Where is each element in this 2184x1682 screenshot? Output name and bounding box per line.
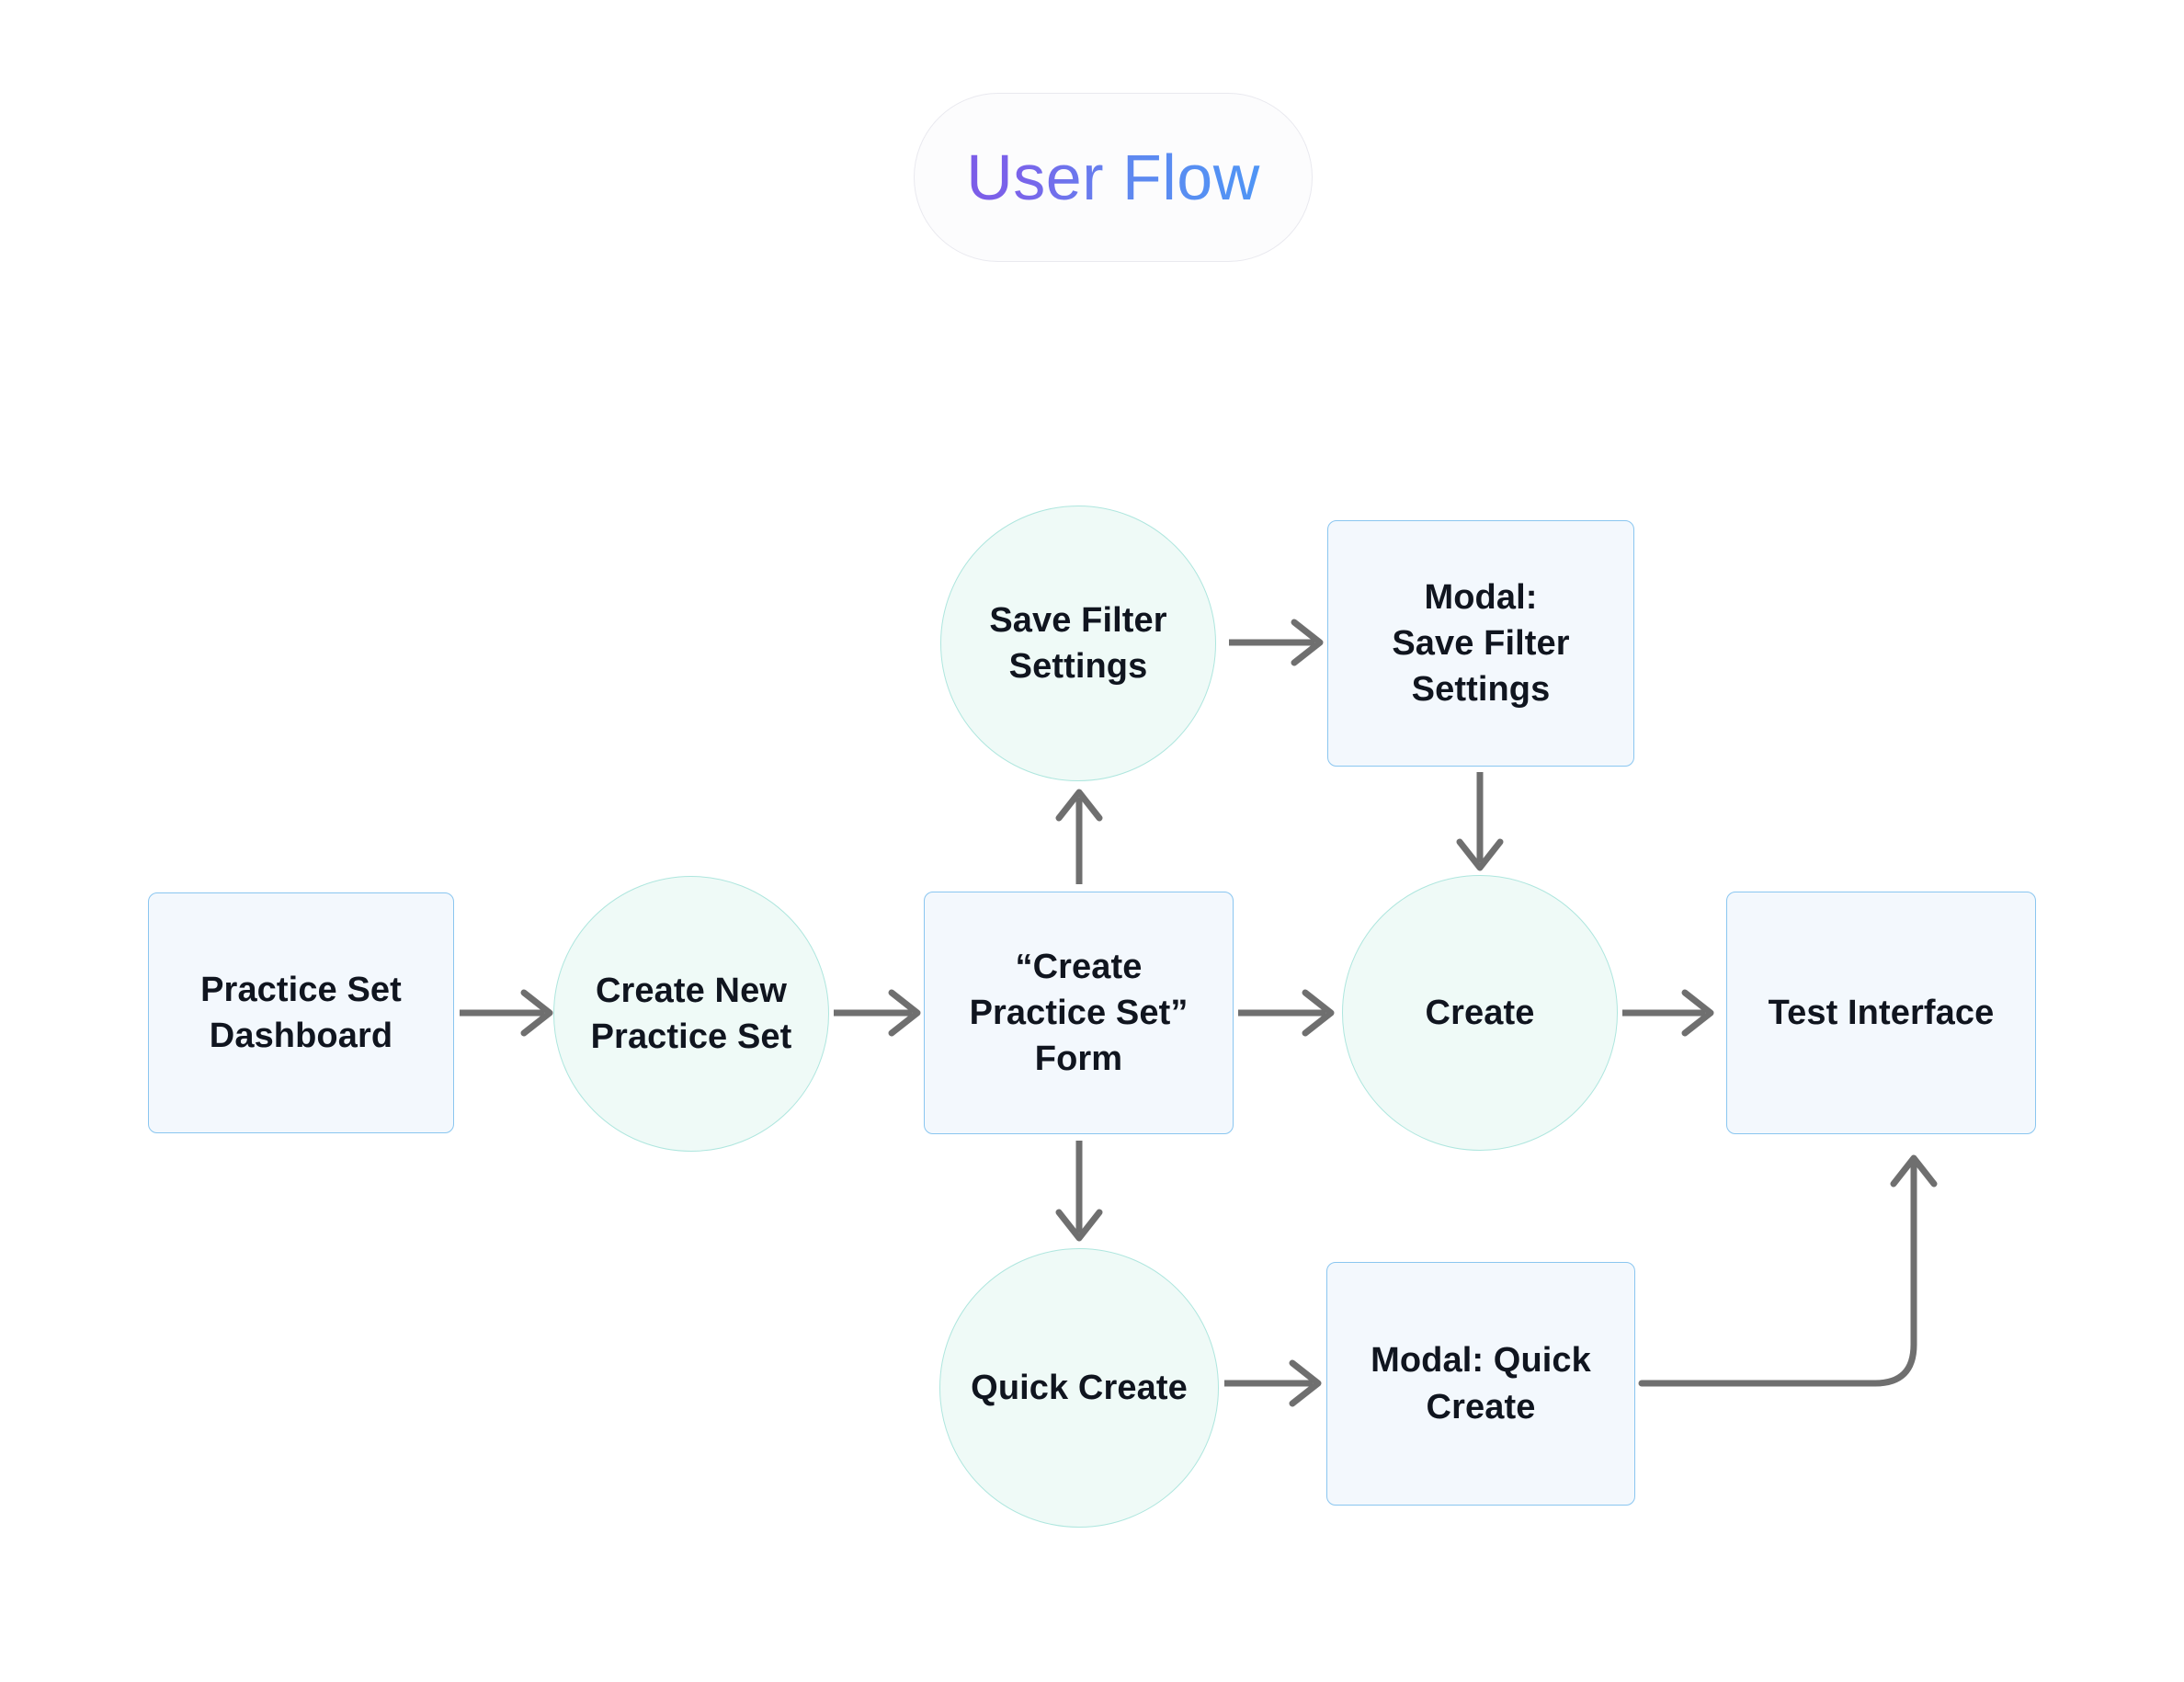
edge-dashboard-to-create-new (460, 989, 553, 1037)
edge-form-to-save-filter (1055, 789, 1103, 884)
edge-create-new-to-form (834, 989, 921, 1037)
node-label: Test Interface (1768, 993, 1995, 1032)
edge-create-to-test-interface (1622, 989, 1714, 1037)
edge-form-to-quick-create (1055, 1141, 1103, 1242)
edge-quick-create-to-modal (1224, 1359, 1322, 1407)
node-label: Save Filter Settings (989, 600, 1167, 686)
node-modal-save-filter-settings[interactable]: Modal: Save Filter Settings (1327, 520, 1634, 767)
edge-modal-save-filter-to-create (1456, 772, 1504, 871)
page-title: User Flow (966, 142, 1260, 213)
edge-modal-quick-create-to-test-interface (1638, 1154, 1938, 1387)
node-create[interactable]: Create (1342, 875, 1618, 1151)
node-label: Create New Practice Set (590, 971, 792, 1056)
node-label: Quick Create (971, 1368, 1188, 1407)
node-create-practice-set-form[interactable]: “Create Practice Set” Form (924, 892, 1234, 1134)
node-save-filter-settings[interactable]: Save Filter Settings (940, 506, 1216, 781)
node-label: “Create Practice Set” Form (969, 947, 1189, 1079)
node-label: Practice Set Dashboard (200, 970, 402, 1055)
node-label: Modal: Save Filter Settings (1392, 577, 1570, 710)
node-quick-create[interactable]: Quick Create (939, 1248, 1219, 1528)
page-title-pill: User Flow (914, 93, 1313, 262)
node-create-new-practice-set[interactable]: Create New Practice Set (553, 876, 829, 1152)
node-practice-set-dashboard[interactable]: Practice Set Dashboard (148, 892, 454, 1133)
node-label: Create (1425, 993, 1535, 1032)
node-label: Modal: Quick Create (1371, 1341, 1591, 1426)
edge-form-to-create (1238, 989, 1335, 1037)
node-modal-quick-create[interactable]: Modal: Quick Create (1326, 1262, 1635, 1506)
node-test-interface[interactable]: Test Interface (1726, 892, 2036, 1134)
edge-save-filter-to-modal (1229, 619, 1324, 666)
